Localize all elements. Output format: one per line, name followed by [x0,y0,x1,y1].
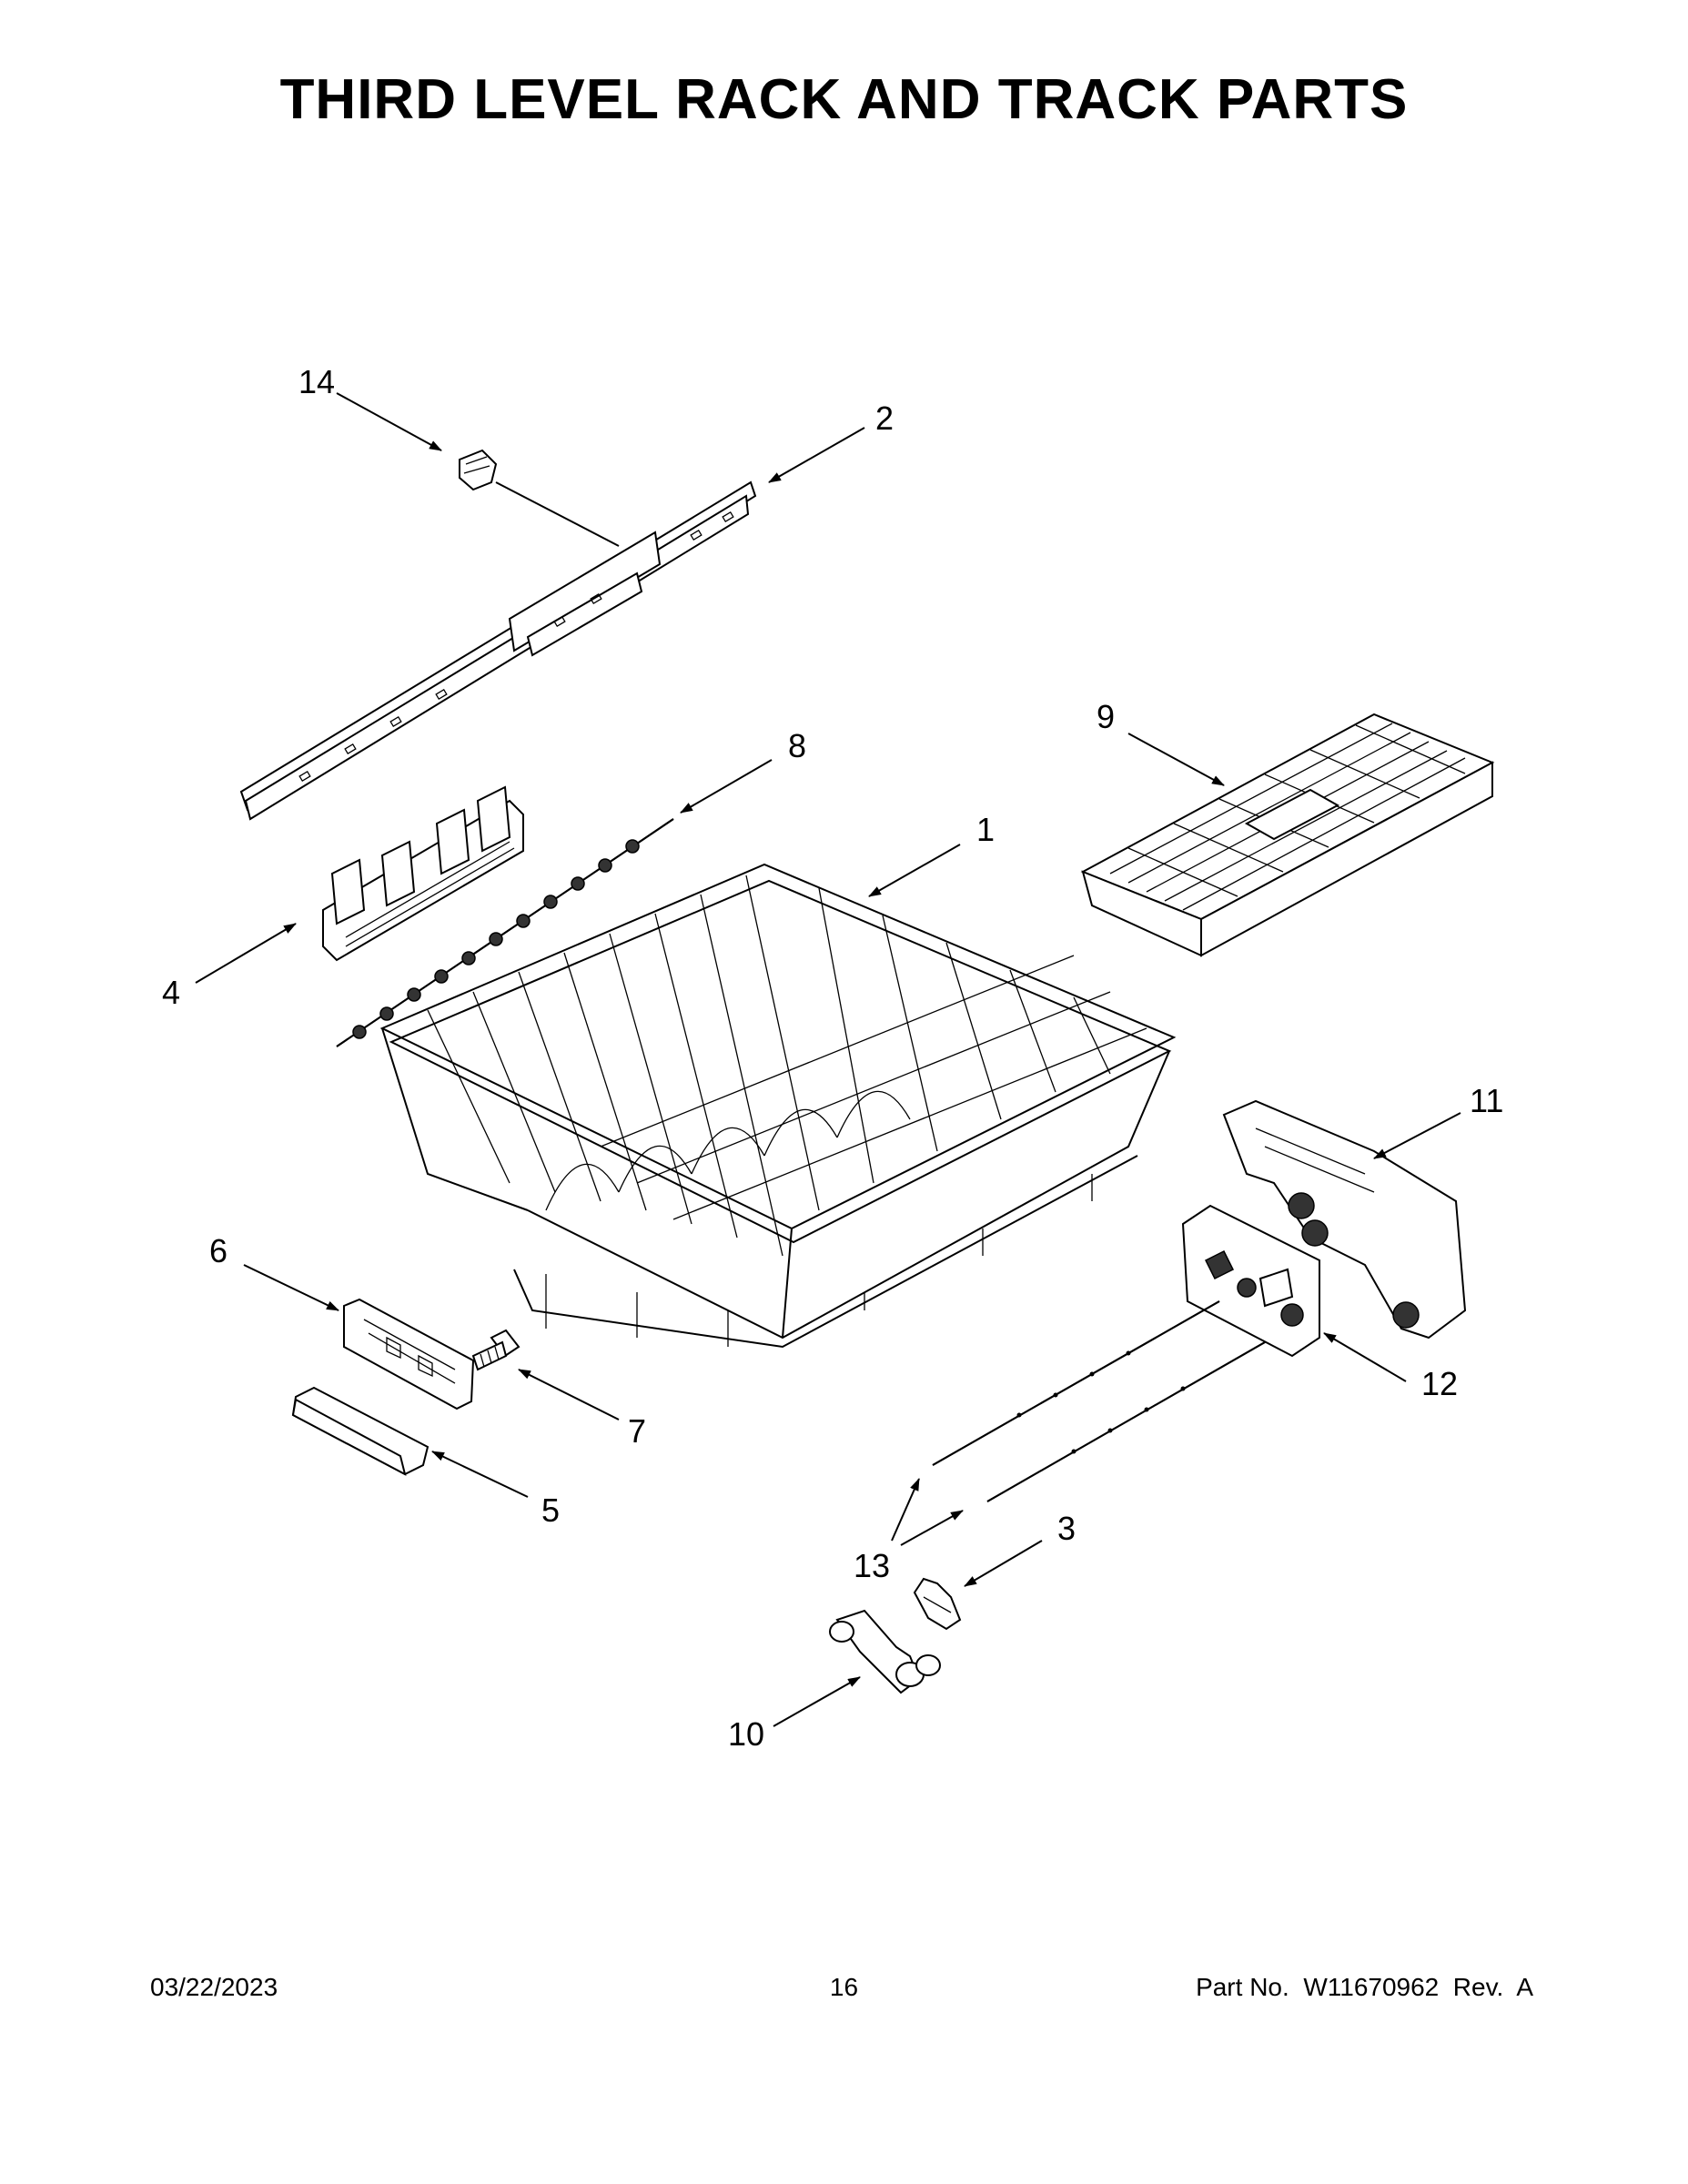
part-12-gear-cover [1181,1204,1320,1358]
part-4-bracket [322,785,524,962]
page-title: THIRD LEVEL RACK AND TRACK PARTS [279,68,1409,131]
callout-11: 11 [1470,1082,1503,1119]
part-6-handle-base [343,1298,475,1410]
part-13-axles [932,1300,1266,1502]
callout-1: 1 [976,811,995,848]
arrow-8 [680,759,773,814]
arrow-4 [195,923,297,984]
arrow-1 [868,844,961,897]
callout-7: 7 [628,1412,646,1450]
part-7-screw [471,1329,521,1371]
arrow-14 [336,392,442,451]
callout-10: 10 [728,1715,764,1753]
part-9-cutlery-tray [1080,713,1495,957]
callout-2: 2 [875,399,894,437]
part-2-track-rail [239,480,757,821]
arrow-9 [1127,733,1225,786]
footer-part-number: Part No. W11670962 Rev. A [1196,1973,1533,2001]
part-1-wire-rack [379,863,1177,1349]
footer-page-number: 16 [829,1973,859,2001]
part-14-clip [459,449,620,547]
footer-date: 03/22/2023 [150,1973,278,2001]
arrow-13a [891,1478,920,1542]
arrow-10 [773,1676,861,1727]
arrow-2 [768,427,865,483]
arrow-12 [1323,1332,1407,1382]
callout-9: 9 [1097,698,1115,735]
arrow-6 [243,1264,339,1311]
part-11-gear-housing [1222,1099,1467,1340]
callout-14: 14 [298,363,335,400]
arrow-11 [1373,1112,1461,1159]
callout-13: 13 [854,1547,890,1584]
callout-3: 3 [1057,1510,1076,1547]
callout-labels: 14 2 8 9 1 4 11 6 12 7 5 3 13 10 [162,363,1503,1753]
callout-4: 4 [162,974,180,1011]
arrow-13b [900,1510,964,1546]
callout-6: 6 [209,1232,227,1269]
part-3-clip [913,1577,962,1631]
arrow-7 [518,1369,620,1421]
callout-5: 5 [541,1491,560,1529]
arrow-3 [964,1540,1043,1587]
arrow-5 [431,1451,529,1498]
part-8-tine-rod [336,818,674,1047]
callout-12: 12 [1421,1365,1458,1402]
part-5-handle-cap [291,1386,430,1476]
part-10-wheel-bracket [829,1609,941,1694]
callout-8: 8 [788,727,806,764]
leader-arrows [195,392,1461,1727]
